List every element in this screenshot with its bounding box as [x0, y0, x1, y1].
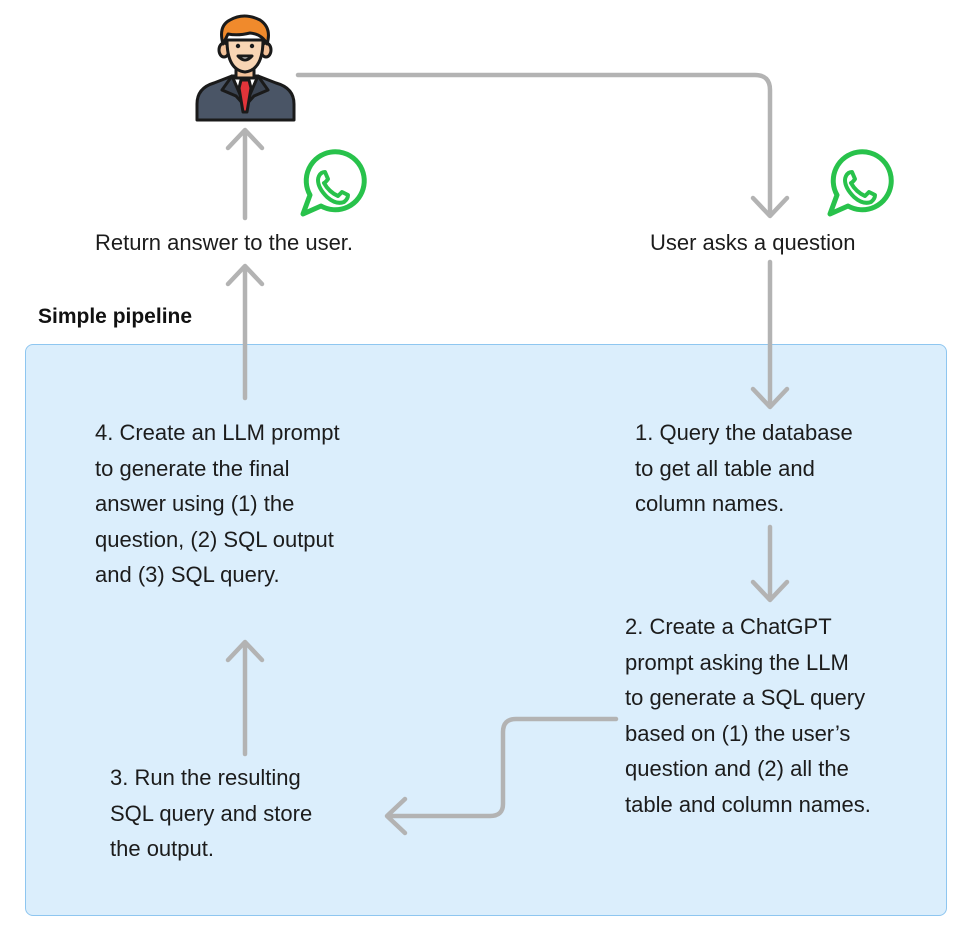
step2-text: 2. Create a ChatGPT prompt asking the LL… [625, 609, 871, 822]
step2-line: based on (1) the user’s [625, 720, 851, 746]
return-answer-label: Return answer to the user. [95, 230, 354, 255]
pipeline-container [25, 344, 947, 916]
step2-line: prompt asking the LLM [625, 649, 849, 675]
step2-line: to generate a SQL query [625, 685, 866, 710]
section-title: Simple pipeline [38, 305, 193, 328]
avatar-eye-right-icon [249, 43, 255, 49]
step4-line: question, (2) SQL output [95, 526, 334, 552]
whatsapp-icon-left [300, 149, 367, 217]
step3-line: the output. [110, 836, 214, 861]
businessman-avatar-icon [195, 14, 296, 122]
step2-line: question and (2) all the [625, 756, 849, 781]
user-question-label: User asks a question [650, 230, 856, 255]
arrowhead-question-to-step1 [750, 386, 790, 410]
arrowhead-step3-to-step4 [225, 639, 265, 663]
step4-line: to generate the final [95, 455, 290, 481]
step3-line: SQL query and store [110, 800, 313, 826]
step3-text: 3. Run the resulting SQL query and store… [110, 760, 312, 867]
step1-line: 1. Query the database [635, 420, 853, 445]
arrow-step2-to-step3 [385, 716, 619, 819]
arrowhead-return-to-user [225, 127, 265, 151]
arrow-user-to-question [295, 72, 773, 215]
step1-line: to get all table and [635, 455, 815, 481]
arrowhead-step1-to-step2 [750, 579, 790, 603]
arrowhead-user-to-question [750, 195, 790, 219]
arrowhead-step2-to-step3 [384, 796, 408, 836]
step1-line: column names. [635, 491, 785, 516]
arrowhead-step4-to-return [225, 263, 265, 287]
step2-line: table and column names. [625, 791, 871, 817]
step4-text: 4. Create an LLM prompt to generate the … [95, 415, 340, 593]
step4-line: 4. Create an LLM prompt [95, 420, 340, 445]
step3-line: 3. Run the resulting [110, 765, 301, 790]
step4-line: answer using (1) the [95, 491, 295, 516]
step4-line: and (3) SQL query. [95, 562, 280, 587]
whatsapp-icon-right [827, 149, 894, 217]
avatar-eye-left-icon [235, 43, 241, 49]
step1-text: 1. Query the database to get all table a… [635, 415, 853, 522]
step2-line: 2. Create a ChatGPT [625, 614, 832, 639]
